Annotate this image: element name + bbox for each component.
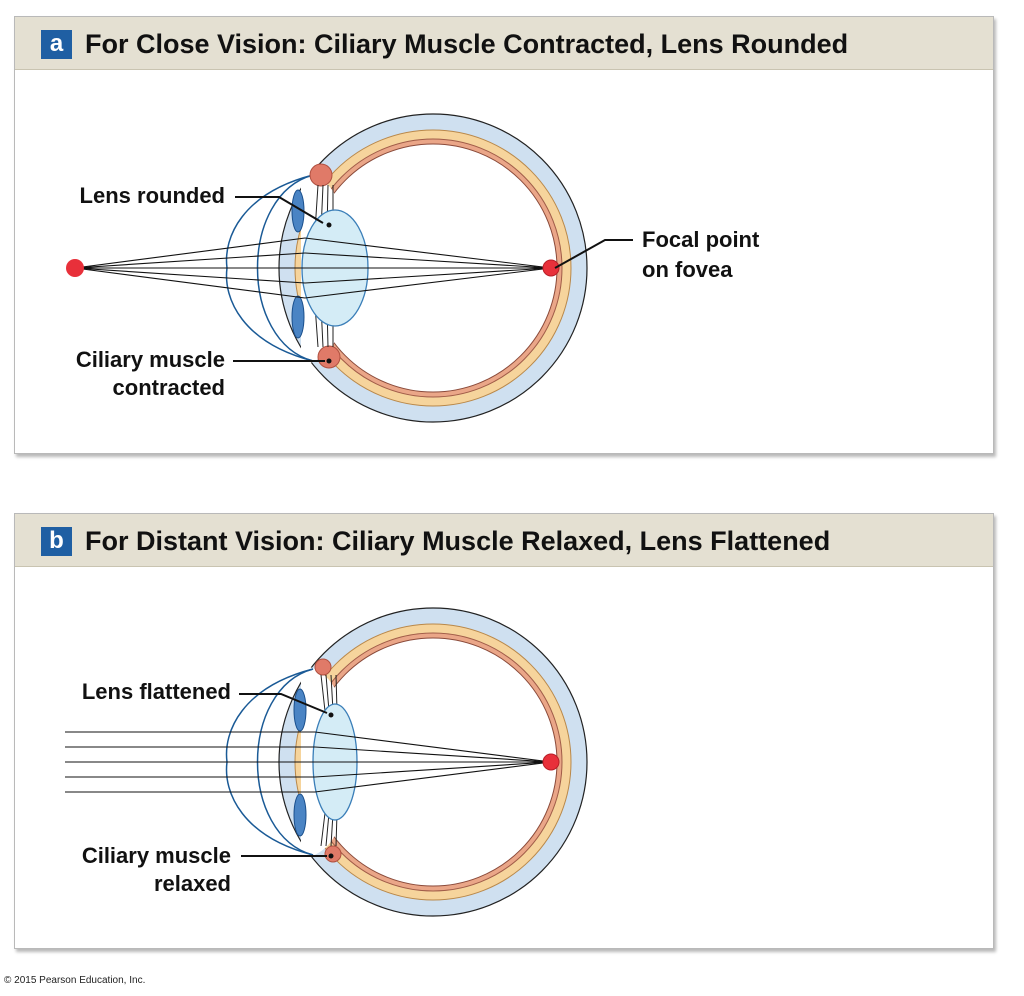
- close-vision-eye-diagram: Lens rounded Ciliary muscle contracted F…: [66, 113, 760, 423]
- lower-suspensory-ligament: [320, 812, 338, 847]
- upper-ciliary-body: [309, 163, 333, 187]
- muscle-label-line1: Ciliary muscle: [76, 347, 225, 372]
- panel-title: For Close Vision: Ciliary Muscle Contrac…: [85, 29, 849, 59]
- refracted-ray: [304, 237, 552, 269]
- distant-vision-eye-diagram: Lens flattened Ciliary muscle relaxed: [65, 607, 588, 917]
- light-ray: [74, 267, 306, 284]
- lens-label: Lens rounded: [80, 183, 225, 208]
- light-ray: [74, 237, 306, 269]
- refracted-ray: [314, 731, 552, 763]
- refracted-ray: [304, 252, 552, 269]
- lower-iris: [293, 793, 307, 837]
- refracted-ray: [314, 761, 552, 778]
- panel-header: a For Close Vision: Ciliary Muscle Contr…: [15, 17, 993, 70]
- leader-lines: [239, 693, 334, 859]
- focal-point: [542, 259, 560, 277]
- object-point: [66, 259, 84, 277]
- lower-ciliary-body: [317, 345, 341, 369]
- focal-point: [542, 753, 560, 771]
- muscle-label-line2: relaxed: [154, 871, 231, 896]
- light-ray: [74, 252, 306, 269]
- refracted-ray: [304, 267, 552, 299]
- focal-label-line2: on fovea: [642, 257, 733, 282]
- focal-label-line1: Focal point: [642, 227, 760, 252]
- light-rays: [65, 731, 552, 793]
- muscle-label-line1: Ciliary muscle: [82, 843, 231, 868]
- leader-lines: [233, 196, 633, 364]
- focal-leader-line: [554, 239, 633, 269]
- upper-iris: [293, 688, 307, 732]
- muscle-label-line2: contracted: [113, 375, 225, 400]
- upper-suspensory-ligament: [314, 184, 334, 232]
- lens-leader-line: [239, 693, 328, 714]
- upper-ciliary-body: [314, 658, 332, 676]
- lens-leader-line: [235, 196, 324, 224]
- refracted-ray: [304, 267, 552, 284]
- light-rays: [74, 237, 552, 299]
- lower-iris: [291, 295, 305, 339]
- copyright-footer: © 2015 Pearson Education, Inc.: [4, 975, 146, 986]
- panel-distant-vision: b For Distant Vision: Ciliary Muscle Rel…: [14, 513, 994, 949]
- refracted-ray: [314, 746, 552, 763]
- upper-suspensory-ligament: [320, 674, 338, 712]
- refracted-ray: [314, 761, 552, 793]
- lower-suspensory-ligament: [314, 304, 334, 348]
- panel-title: For Distant Vision: Ciliary Muscle Relax…: [85, 526, 831, 556]
- panel-badge: a: [41, 30, 72, 59]
- panel-close-vision: a For Close Vision: Ciliary Muscle Contr…: [14, 16, 994, 454]
- lower-ciliary-body: [324, 845, 342, 863]
- lens-label: Lens flattened: [82, 679, 231, 704]
- light-ray: [74, 267, 306, 299]
- panel-badge: b: [41, 527, 72, 556]
- panel-header: b For Distant Vision: Ciliary Muscle Rel…: [15, 514, 993, 567]
